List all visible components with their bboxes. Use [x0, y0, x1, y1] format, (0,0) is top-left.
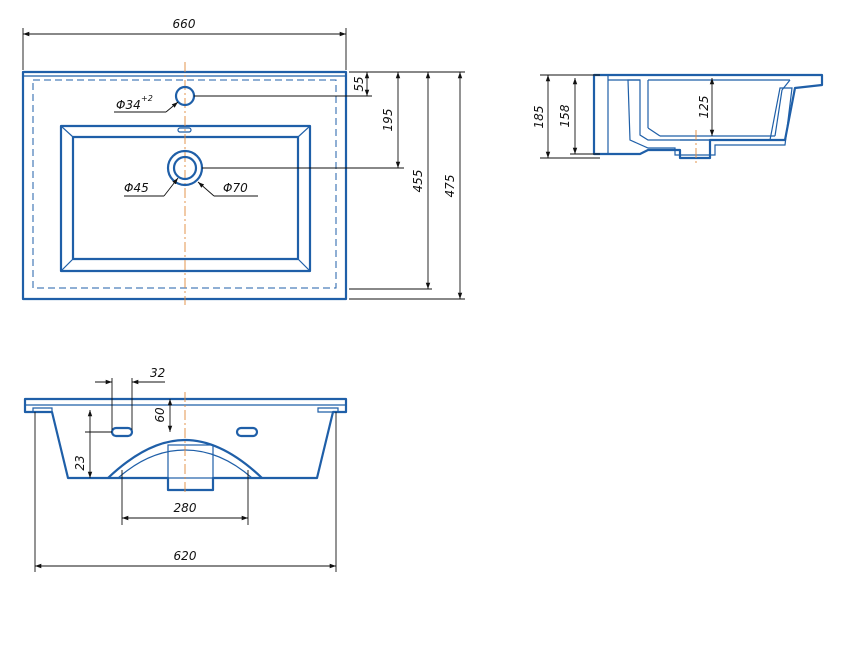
top-view: 660 Φ34 +2 55 195 455 475 Φ45 Φ70 [21, 17, 465, 305]
dim-455: 455 [411, 170, 425, 193]
dim-280: 280 [174, 501, 197, 515]
dim-125: 125 [697, 96, 711, 119]
dim-phi34-tolerance: +2 [141, 94, 153, 103]
bowl-outer [59, 124, 312, 273]
bowl-inner [71, 135, 300, 261]
side-view: 185 158 125 [532, 73, 824, 165]
dim-158: 158 [558, 104, 572, 127]
dim-620: 620 [174, 549, 197, 563]
dim-55: 55 [352, 76, 366, 91]
dim-phi45: Φ45 [124, 181, 149, 195]
dim-475: 475 [443, 175, 457, 198]
overflow-hole-left [110, 426, 134, 438]
drain-inner [172, 155, 198, 181]
dim-32: 32 [150, 366, 165, 380]
dim-60: 60 [153, 407, 167, 423]
dim-185: 185 [532, 106, 546, 129]
bowl-curve [107, 438, 263, 479]
overflow-hole-right [235, 426, 259, 438]
dim-phi70: Φ70 [223, 181, 248, 195]
overflow-slot [177, 127, 192, 133]
front-view: 32 60 23 280 620 [23, 366, 348, 572]
dim-phi34: Φ34 [116, 98, 141, 112]
hidden-edge [32, 79, 337, 289]
dim-23: 23 [73, 455, 87, 470]
dim-195: 195 [381, 109, 395, 132]
dim-660: 660 [173, 17, 196, 31]
basin-outline [21, 70, 348, 301]
section-outline [592, 73, 824, 160]
